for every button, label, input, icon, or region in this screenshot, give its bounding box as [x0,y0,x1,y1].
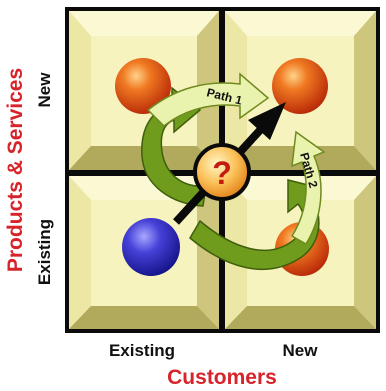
x-tick-existing: Existing [109,341,175,360]
y-tick-new: New [35,72,54,108]
y-tick-existing: Existing [35,219,54,285]
x-axis-title: Customers [167,366,277,389]
blue-sphere-bottom-left [122,218,180,276]
x-tick-new: New [283,341,319,360]
orange-sphere-top-left [115,58,171,114]
center-question-badge: ? [193,143,251,201]
y-axis-title: Products & Services [4,68,27,272]
orange-sphere-top-right [272,58,328,114]
path-1-arrow: Path 1 [146,72,270,128]
question-mark-icon: ? [212,155,232,191]
